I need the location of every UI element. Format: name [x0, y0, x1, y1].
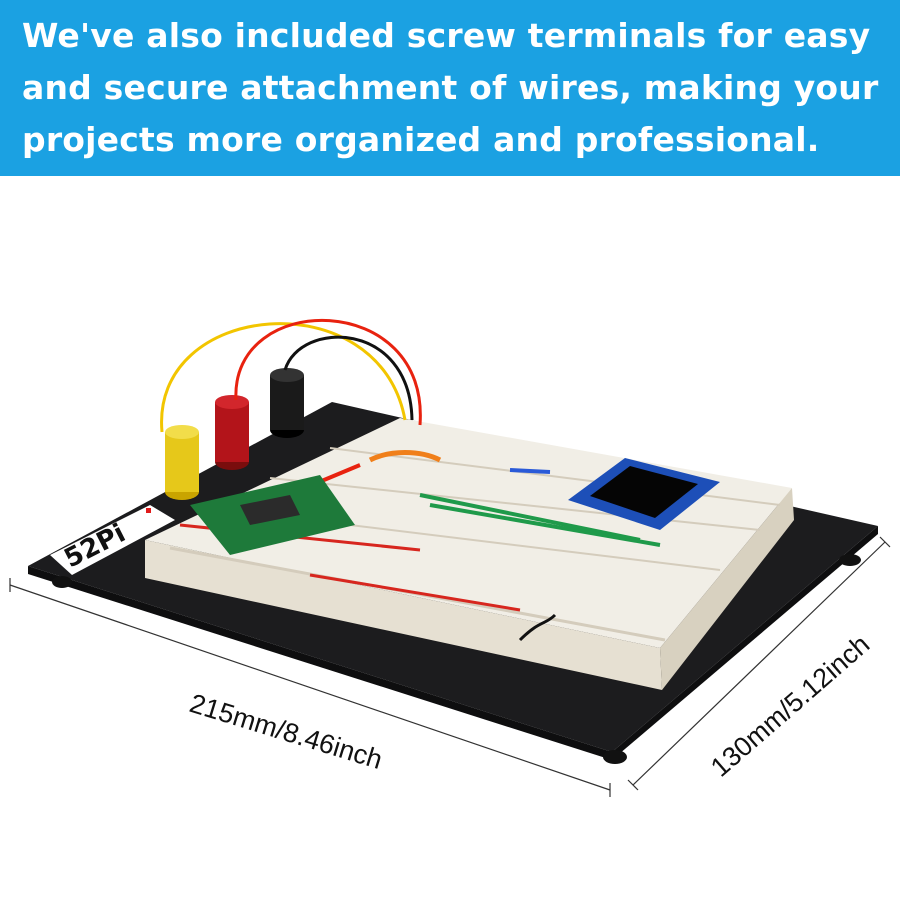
header-banner: We've also included screw terminals for … — [0, 0, 900, 176]
binding-post-red — [215, 395, 249, 470]
binding-post-yellow — [165, 425, 199, 500]
oled-display — [568, 458, 720, 530]
dimension-lines — [9, 536, 891, 797]
microcontroller-board — [190, 475, 355, 555]
jumper-wires — [160, 319, 661, 642]
binding-post-black — [270, 368, 304, 438]
banner-text: We've also included screw terminals for … — [22, 16, 879, 159]
